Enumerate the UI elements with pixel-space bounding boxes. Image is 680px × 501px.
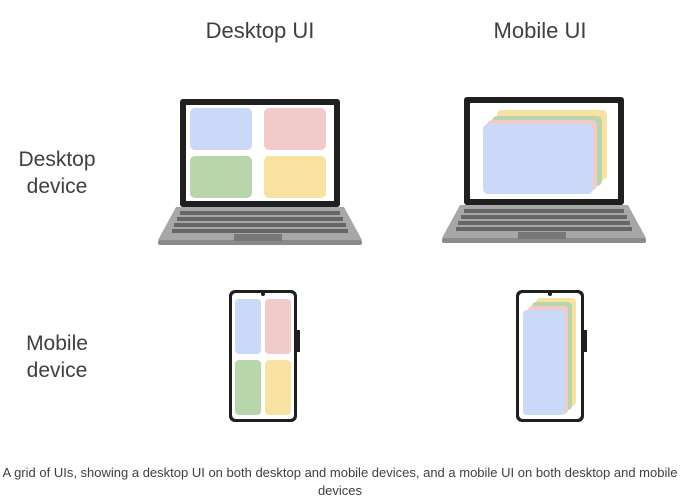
row-label-line: device [26,359,88,382]
row-label-line: Desktop [18,148,96,171]
row-label-desktop-device: Desktop device [8,146,106,200]
phone-desktop-ui-illustration [229,290,300,422]
laptop-keyboard [456,209,632,231]
row-label-line: Mobile [26,332,88,355]
phone-side-button [584,330,587,352]
laptop-trackpad [234,234,282,241]
ui-card-blue [523,310,565,415]
figure-caption: A grid of UIs, showing a desktop UI on b… [2,465,678,498]
phone-side-button [297,330,300,352]
ui-panel-green [190,156,252,198]
laptop-keyboard [172,211,348,233]
phone-mobile-ui-illustration [516,290,587,422]
phone-camera-icon [548,292,552,296]
row-label-line: device [26,175,88,198]
laptop-mobile-ui-illustration [442,97,646,243]
ui-panel-blue [190,108,252,150]
laptop-desktop-ui-illustration [158,99,362,245]
phone-camera-icon [261,292,265,296]
ui-panel-red [264,108,326,150]
ui-panel-yellow [265,360,291,415]
laptop-base-edge [158,240,362,245]
ui-panel-red [265,299,291,354]
column-heading-mobile-ui: Mobile UI [493,18,587,43]
laptop-trackpad [518,232,566,239]
ui-panel-blue [235,299,261,354]
ui-panel-yellow [264,156,326,198]
laptop-base-edge [442,238,646,243]
ui-panel-green [235,360,261,415]
ui-card-blue [483,124,593,194]
row-label-mobile-device: Mobile device [8,330,106,384]
column-heading-desktop-ui: Desktop UI [205,18,315,43]
